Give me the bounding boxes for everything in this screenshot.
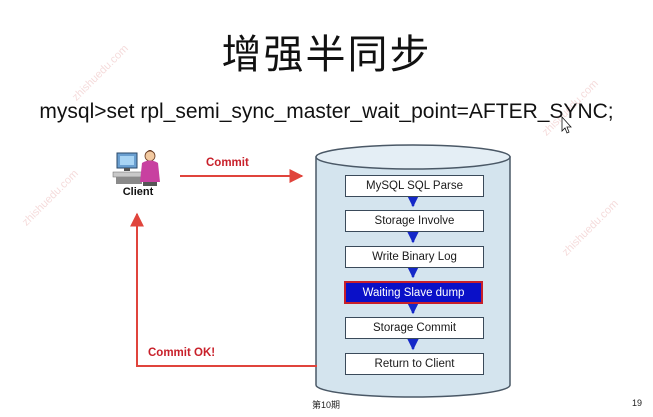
sql-command: mysql>set rpl_semi_sync_master_wait_poin…	[39, 100, 614, 123]
step-write-binlog: Write Binary Log	[345, 246, 484, 268]
commit-ok-label: Commit OK!	[148, 347, 216, 359]
client-label: Client	[122, 186, 154, 198]
footer-period-label: 第10期	[312, 400, 341, 410]
commit-label: Commit	[206, 157, 249, 169]
commit-ok-arrow	[130, 212, 317, 367]
step-storage-commit: Storage Commit	[345, 317, 484, 339]
step-storage-involve: Storage Involve	[345, 210, 484, 232]
slide-number: 19	[632, 398, 643, 408]
step-waiting-slave-dump: Waiting Slave dump	[344, 281, 483, 304]
step-return-to-client: Return to Client	[345, 353, 484, 375]
slide-title: 增强半同步	[221, 32, 432, 78]
step-sql-parse: MySQL SQL Parse	[345, 175, 484, 197]
user-at-computer-icon	[112, 150, 160, 186]
